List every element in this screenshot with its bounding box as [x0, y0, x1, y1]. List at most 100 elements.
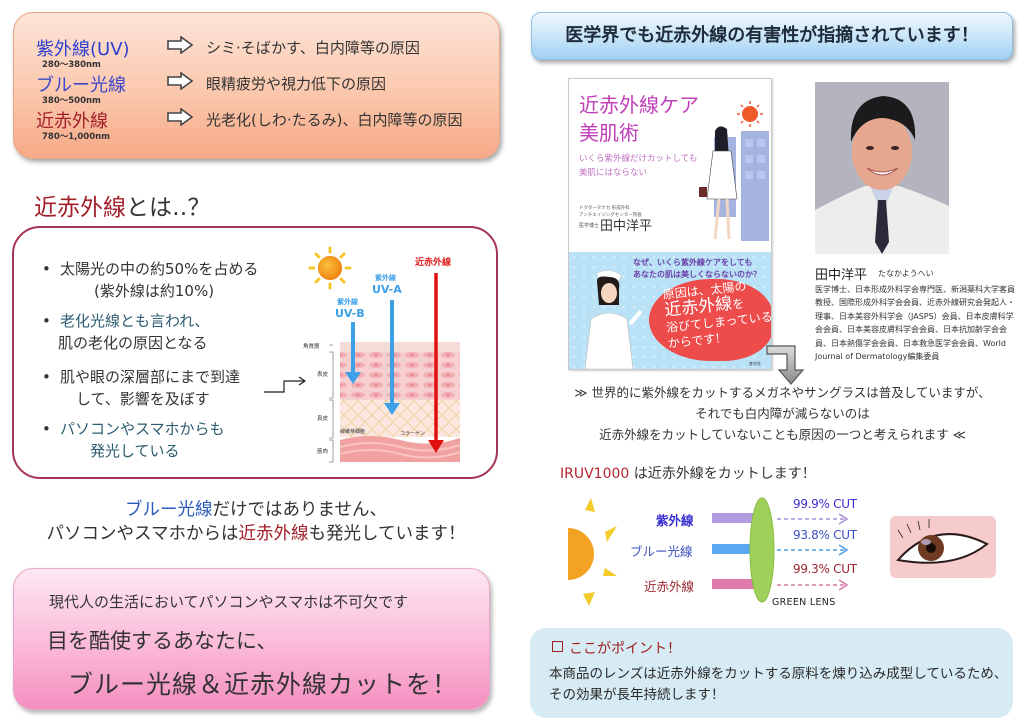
wavelength-row-nir: 近赤外線 780〜1,000nm 光老化(しわ·たるみ)、白内障等の原因 [36, 107, 496, 143]
bullet-line2: して、影響を及ぼす [76, 390, 210, 408]
skin-penetration-illustration: 角質層 表皮 真皮 筋肉 線維芽細胞 コラーゲン 紫外線 UV-B 紫外線 UV… [295, 240, 495, 465]
book-title: 近赤外線ケア 美肌術 [579, 91, 699, 147]
wave-range: 780〜1,000nm [42, 132, 111, 142]
bullet-line1: 太陽光の中の約50%を占める [60, 260, 259, 278]
connector-arrow-icon [264, 376, 307, 393]
call-to-action-box: 現代人の生活においてパソコンやスマホは不可欠です 目を酷使するあなたに、 ブルー… [13, 568, 490, 710]
nir-info-box: • 太陽光の中の約50%を占める (紫外線は約10%) • 老化光線とも言われ、… [12, 226, 498, 479]
uva-name: UV-A [372, 283, 402, 296]
cut-percent-blue: 93.8% CUT [793, 528, 857, 542]
claim-text: ≫ 世界的に紫外線をカットするメガネやサングラスは普及していますが、 それでも白… [545, 382, 1020, 445]
wave-effect: 眼精疲労や視力低下の原因 [206, 75, 387, 93]
bent-down-arrow-icon [766, 345, 805, 385]
book-author-label: 医学博士 [579, 223, 600, 229]
green-lens-label: GREEN LENS [772, 597, 836, 608]
wave-name: ブルー光線 [36, 75, 126, 96]
cta-line1: 現代人の生活においてパソコンやスマホは不可欠です [49, 593, 409, 611]
doctor-name: 田中洋平 [815, 268, 868, 283]
wavelength-row-blue: ブルー光線 380〜500nm 眼精疲労や視力低下の原因 [36, 71, 496, 107]
key-point-body: 本商品のレンズは近赤外線をカットする原料を煉り込み成型しているため、その効果が長… [549, 666, 1008, 703]
sun-icon [308, 246, 352, 290]
nir-label: 近赤外線 [415, 256, 451, 268]
medical-banner: 医学界でも近赤外線の有害性が指摘されています！ [531, 12, 1013, 60]
cta-line3: ブルー光線＆近赤外線カットを！ [68, 670, 459, 699]
lens-cut-diagram: 紫外線 ブルー光線 近赤外線 99.9% CUT 93.8% CUT 99.3%… [555, 490, 1024, 615]
layer-label: 表皮 [317, 370, 329, 378]
cut-percent-uv: 99.9% CUT [793, 497, 857, 511]
blue-light-term: ブルー光線 [125, 500, 213, 520]
sun-icon [737, 101, 763, 127]
key-point-title: ここがポイント！ [552, 638, 681, 658]
cell-label: コラーゲン [400, 430, 425, 437]
book-title-line2: 美肌術 [579, 121, 639, 145]
blue-message-line1: ブルー光線だけではありません、 [0, 498, 512, 522]
nir-heading-rest: とは‥？ [126, 195, 211, 221]
layer-label: 筋肉 [317, 447, 328, 455]
checkbox-icon [552, 641, 563, 652]
book-question: なぜ、いくら紫外線ケアをしても あなたの肌は美しくならないのか？ [633, 257, 761, 281]
bullet-dot: • [42, 260, 51, 278]
sun-icon [568, 498, 617, 606]
wave-effect: 光老化(しわ·たるみ)、白内障等の原因 [206, 111, 463, 129]
nurse-illustration [584, 270, 643, 369]
outline-right-arrow-icon [167, 72, 194, 90]
affil-line2: アンチエイジングセンター院長 [579, 213, 642, 218]
product-heading-rest: は近赤外線をカットします！ [629, 466, 816, 482]
book-publisher: 産学社 [749, 361, 761, 366]
lens-row-label-blue: ブルー光線 [630, 544, 693, 559]
claim-line1: ≫ 世界的に紫外線をカットするメガネやサングラスは普及していますが、 [574, 385, 991, 400]
affil-line1: ドクタータナカ 形成外科 [579, 206, 630, 211]
bullet-line2: 発光している [90, 442, 180, 460]
bullet-line2: 肌の老化の原因となる [58, 334, 208, 352]
book-cover: 近赤外線ケア 美肌術 いくら紫外線だけカットしても 美肌にはならない ドクタータ… [568, 78, 772, 370]
bullet-line1: 肌や眼の深層部にまで到達 [60, 368, 241, 386]
speech-bubble [649, 279, 771, 361]
wave-name: 近赤外線 [36, 111, 108, 132]
wave-name: 紫外線(UV) [36, 39, 130, 60]
product-heading: IRUV1000 は近赤外線をカットします！ [560, 463, 816, 483]
bullet-dot: • [42, 420, 51, 438]
eye-image [890, 516, 996, 578]
lens-row-label-nir: 近赤外線 [644, 579, 695, 594]
outline-right-arrow-icon [167, 36, 194, 54]
key-point-title-text: ここがポイント！ [569, 641, 681, 657]
doctor-photo [815, 82, 949, 254]
book-author: 田中洋平 [600, 219, 653, 234]
uvb-label: 紫外線 [337, 297, 358, 306]
question-line2: あなたの肌は美しくならないのか？ [633, 270, 761, 279]
doctor-name-kana: たなかようへい [878, 269, 934, 278]
book-author-affiliation: ドクタータナカ 形成外科 アンチエイジングセンター院長 [579, 205, 642, 219]
cta-line2: 目を酷使するあなたに、 [47, 629, 278, 653]
book-subtitle-line1: いくら紫外線だけカットしても [579, 154, 698, 164]
lens-diagram-graphic [568, 497, 996, 606]
speech-bubble-text: 原因は、太陽の 近赤外線を 浴びてしまっている からです! [662, 276, 771, 352]
layer-label: 真皮 [317, 414, 329, 422]
doctor-portrait-image [815, 82, 949, 254]
wave-range: 280〜380nm [42, 60, 101, 70]
bullet-dot: • [42, 368, 51, 386]
book-cover-illustration [699, 101, 769, 241]
nir-heading: 近赤外線とは‥？ [34, 188, 210, 222]
cut-percent-nir: 99.3% CUT [793, 562, 857, 576]
claim-line2: それでも白内障が減らないのは [695, 406, 870, 421]
wave-effect: シミ·そばかす、白内障等の原因 [206, 39, 420, 57]
blue-message-line2: パソコンやスマホからは近赤外線も発光しています！ [0, 522, 512, 546]
bullet-line1: 老化光線とも言われ、 [60, 312, 210, 330]
uvb-name: UV-B [335, 307, 365, 320]
skin-diagram-graphic: 角質層 表皮 真皮 筋肉 線維芽細胞 コラーゲン 紫外線 UV-B 紫外線 UV… [303, 246, 461, 463]
nir-term: 近赤外線 [238, 524, 309, 544]
lens-row-label-uv: 紫外線 [656, 513, 694, 528]
key-point-box: ここがポイント！ 本商品のレンズは近赤外線をカットする原料を煉り込み成型している… [530, 628, 1013, 718]
bubble-line2-rest: を [731, 296, 745, 312]
book-subtitle-line2: 美肌にはならない [579, 168, 648, 178]
question-line1: なぜ、いくら紫外線ケアをしても [633, 258, 753, 267]
wavelength-row-uv: 紫外線(UV) 280〜380nm シミ·そばかす、白内障等の原因 [36, 35, 496, 71]
outline-right-arrow-icon [167, 108, 194, 126]
claim-line3: 近赤外線をカットしていないことも原因の一つと考えられます ≪ [599, 427, 966, 442]
blue-light-message: ブルー光線だけではありません、 パソコンやスマホからは近赤外線も発光しています！ [0, 498, 512, 546]
blue-message-text: だけではありません、 [212, 500, 387, 520]
wave-range: 380〜500nm [42, 96, 101, 106]
blue-message-text: も発光しています！ [308, 524, 466, 544]
product-name: IRUV1000 [560, 466, 630, 482]
uva-label: 紫外線 [375, 273, 396, 282]
